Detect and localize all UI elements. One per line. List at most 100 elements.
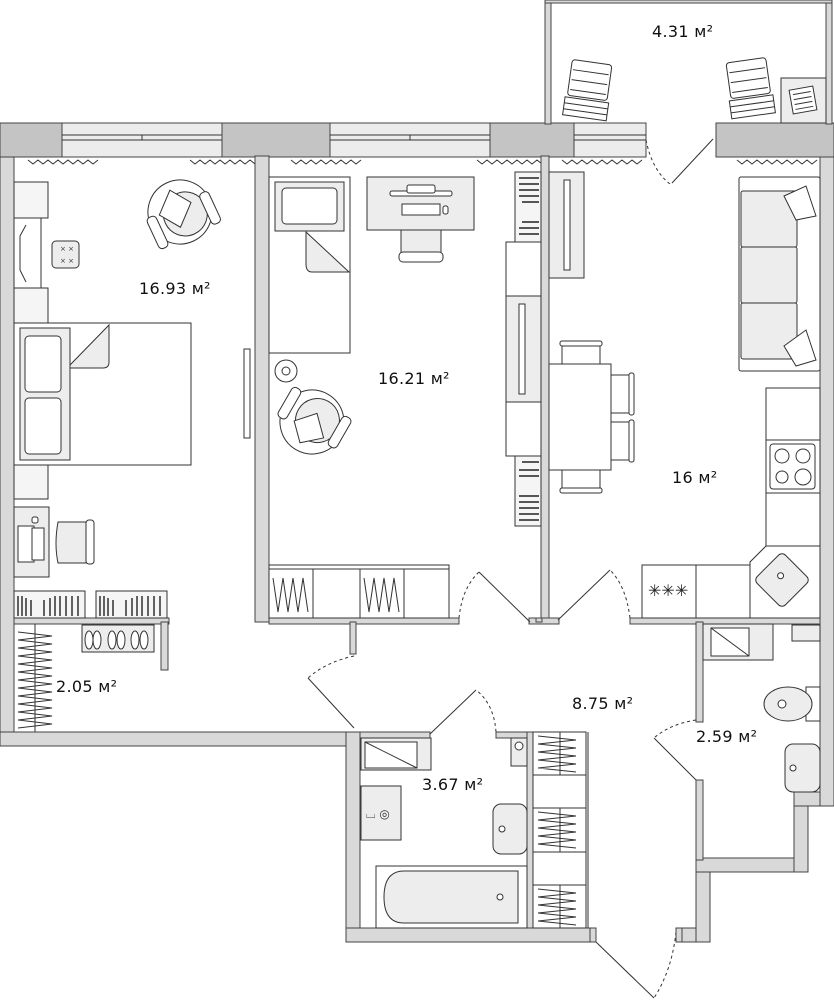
area-label-wardrobe: 2.05 м² [56, 677, 118, 696]
chair-icon [559, 340, 635, 494]
area-label-bedroom: 16.93 м² [139, 279, 211, 298]
hanging-clothes-icon [363, 577, 400, 613]
books-icon [519, 461, 539, 521]
dishwasher-icon: ✳✳✳ [648, 581, 688, 600]
cabinet [505, 241, 542, 297]
wall-wardrobe-top [13, 617, 170, 625]
curtain-icon [476, 159, 548, 165]
wall-bedroom-divider [254, 155, 270, 623]
door-jamb [589, 927, 597, 943]
sofa [738, 176, 821, 372]
pillow-icon [783, 185, 817, 221]
second-bedroom-door[interactable] [478, 571, 531, 623]
cabinet [13, 287, 49, 324]
door-swing-arc [307, 655, 355, 679]
hanging-clothes-icon [537, 811, 577, 849]
door-swing-arc [475, 689, 497, 733]
kitchen-door[interactable] [557, 569, 611, 621]
kitchen-cabinet [765, 387, 821, 441]
cabinet [13, 181, 49, 219]
bookshelf [514, 171, 542, 243]
wall-second-bedroom-bottom [268, 617, 460, 625]
keyboard-icon [401, 203, 441, 216]
outer-wall-step-2 [695, 857, 809, 873]
armchair-icon [277, 386, 352, 455]
wall-kitchen-bottom [629, 617, 821, 625]
hanging-clothes-icon [537, 735, 577, 773]
dishwasher [641, 564, 697, 619]
area-label-balcony: 4.31 м² [652, 22, 714, 41]
newspaper-icon [788, 85, 818, 115]
area-label-bathroom: 3.67 м² [422, 775, 484, 794]
outer-wall-left [0, 155, 15, 747]
wall-kitchen-divider [540, 155, 550, 623]
books-icon [17, 596, 161, 616]
wall-stub [349, 621, 357, 655]
tv-icon [563, 179, 571, 271]
washbasin-icon [492, 803, 528, 855]
area-label-hallway: 8.75 м² [572, 694, 634, 713]
hanging-clothes-icon [272, 577, 309, 613]
outer-wall-bottom [345, 927, 593, 943]
door-swing-arc [458, 571, 480, 619]
curtain-icon [27, 159, 99, 165]
pillow-icon [783, 329, 817, 367]
office-chair-icon [398, 229, 444, 263]
bedroom-door[interactable] [307, 677, 355, 729]
door-jamb [675, 927, 683, 943]
area-label-kitchen-living: 16 м² [672, 468, 718, 487]
top-wall-pier-2 [221, 122, 331, 158]
deck-chair-icon [562, 59, 613, 122]
door-swing-arc [653, 931, 677, 999]
pillow-icon [281, 187, 338, 225]
wall-segment [528, 617, 560, 625]
balcony-door[interactable] [671, 138, 714, 184]
nightstand [13, 464, 49, 500]
wall-bathroom-right [526, 731, 534, 929]
bathtub-icon [383, 870, 519, 924]
curtain-icon [561, 159, 643, 165]
toilet-door[interactable] [653, 737, 697, 781]
ottoman [51, 240, 80, 269]
office-chair-icon [55, 519, 95, 565]
kitchen-cabinet [765, 492, 821, 547]
laundry-cabinet [360, 785, 402, 841]
wall-wardrobe-stub [160, 621, 169, 671]
entrance-door[interactable] [595, 941, 655, 999]
sink-icon [755, 553, 809, 607]
area-label-toilet: 2.59 м² [696, 727, 758, 746]
washbasin-icon [784, 743, 821, 793]
door-swing-arc [645, 139, 671, 185]
wall-stub [535, 617, 543, 623]
keyboard-icon [31, 527, 45, 561]
outer-wall-bottom-left [0, 731, 361, 747]
armchair-icon [146, 179, 221, 250]
hanging-clothes-icon [537, 888, 577, 926]
balcony-wall-left [544, 0, 552, 125]
door-swing-arc [609, 569, 631, 619]
top-wall-pier-4 [715, 122, 834, 158]
hanging-clothes-icon [17, 631, 53, 729]
laundry-icon: ⌴ ◎ [366, 807, 390, 821]
mouse-icon [442, 205, 449, 215]
bookshelf [514, 455, 542, 527]
tv-icon [243, 348, 251, 439]
bathroom-door[interactable] [429, 689, 477, 735]
pillow-icon [24, 397, 62, 455]
deck-chair-icon [725, 57, 776, 120]
meter-icon [791, 624, 821, 642]
dining-table [548, 363, 612, 471]
pillow-icon [24, 335, 62, 393]
balcony-wall-top [544, 0, 833, 4]
shoes-icon [84, 630, 149, 650]
toilet-icon [763, 686, 813, 722]
curtain-icon [290, 159, 362, 165]
door-swing-arc [653, 719, 697, 739]
cabinet [505, 401, 542, 457]
wall-toilet-left [695, 621, 704, 723]
curtain-icon [189, 159, 261, 165]
tv-icon [518, 303, 526, 395]
books-icon [519, 177, 539, 235]
wall-bathroom-top [359, 731, 431, 739]
